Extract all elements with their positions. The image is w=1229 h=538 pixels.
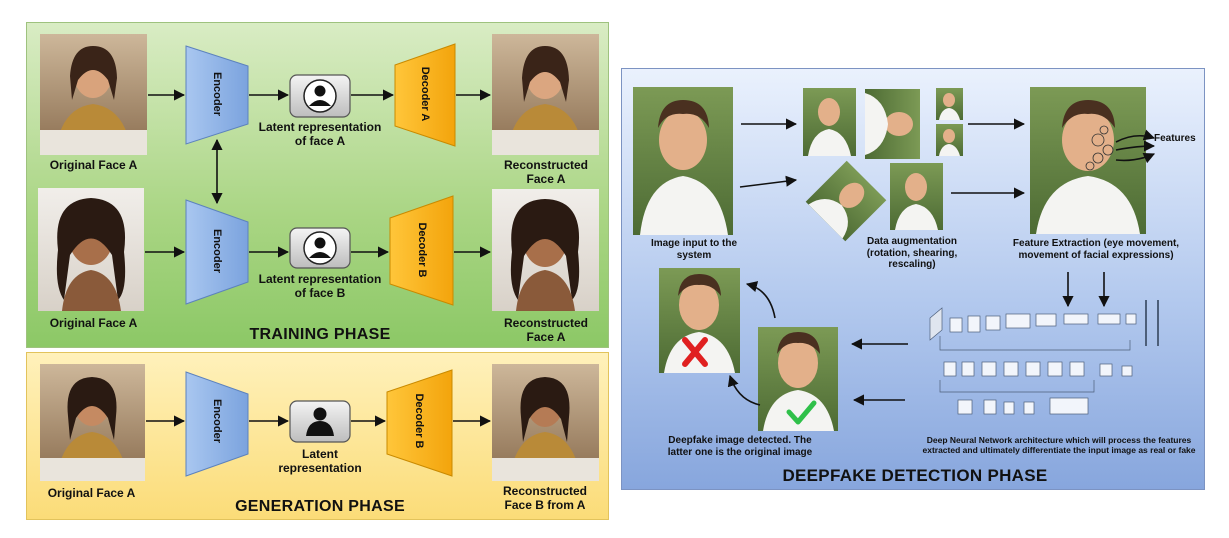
generation-decoder-shape xyxy=(386,369,453,477)
decoder-a-shape xyxy=(394,43,456,147)
detection-phase-title: DEEPFAKE DETECTION PHASE xyxy=(782,466,1048,485)
training-phase-title: TRAINING PHASE xyxy=(249,326,391,343)
red-cross-icon xyxy=(682,337,708,367)
neural-network-diagram xyxy=(929,300,1159,415)
recon-a-bottom-label: Reconstructed Face A xyxy=(503,316,589,344)
generation-face-label: Original Face A xyxy=(47,486,136,500)
augmentation-thumb-1 xyxy=(803,88,856,156)
encoder-top-label: Encoder xyxy=(211,71,223,116)
person-latent-icon xyxy=(289,227,351,269)
encoder-bottom-shape xyxy=(185,199,249,305)
network-label: Deep Neural Network architecture which w… xyxy=(922,435,1196,455)
decoder-b-label: Decoder B xyxy=(416,222,428,278)
generation-decoder-label: Decoder B xyxy=(413,393,425,449)
generation-face-image xyxy=(40,364,145,481)
generation-phase-title: GENERATION PHASE xyxy=(235,498,405,515)
detection-input-image xyxy=(633,87,733,235)
detected-label: Deepfake image detected. The latter one … xyxy=(667,435,813,458)
generation-reconstructed-image xyxy=(492,364,599,481)
encoder-bottom-label: Encoder xyxy=(211,228,223,273)
features-tag: Features xyxy=(1154,133,1196,144)
face-a-label: Original Face A xyxy=(49,158,138,172)
augmentation-thumb-sheared xyxy=(805,160,887,242)
face-b-image xyxy=(38,188,144,311)
recon-a-top-label: Reconstructed Face A xyxy=(503,158,589,186)
original-result-image xyxy=(758,327,838,431)
augmentation-thumb-small-2 xyxy=(936,124,963,156)
face-a-image xyxy=(40,34,147,155)
reconstructed-face-a-bottom-image xyxy=(492,189,599,311)
generation-latent-label: Latent representation xyxy=(278,447,362,475)
face-b-label: Original Face A xyxy=(49,316,138,330)
reconstructed-face-a-top-image xyxy=(492,34,599,155)
person-latent-icon xyxy=(289,74,351,118)
input-label: Image input to the system xyxy=(650,238,738,261)
generation-encoder-label: Encoder xyxy=(211,398,223,443)
person-latent-icon xyxy=(289,400,351,443)
latent-b-label: Latent representation of face B xyxy=(258,272,382,300)
augmentation-thumb-small-1 xyxy=(936,88,963,120)
augmentation-thumb-rotated-1 xyxy=(865,89,920,159)
decoder-a-label: Decoder A xyxy=(419,66,431,122)
feature-extraction-label: Feature Extraction (eye movement, moveme… xyxy=(1012,238,1180,261)
generation-recon-label: Reconstructed Face B from A xyxy=(502,484,588,512)
augmentation-thumb-2 xyxy=(890,163,943,230)
feature-extraction-image xyxy=(1030,87,1146,234)
encoder-top-shape xyxy=(185,45,249,145)
decoder-b-shape xyxy=(389,195,454,306)
latent-a-label: Latent representation of face A xyxy=(258,120,382,148)
green-check-icon xyxy=(786,400,817,425)
augmentation-label: Data augmentation (rotation, shearing, r… xyxy=(866,236,958,270)
generation-encoder-shape xyxy=(185,371,249,477)
